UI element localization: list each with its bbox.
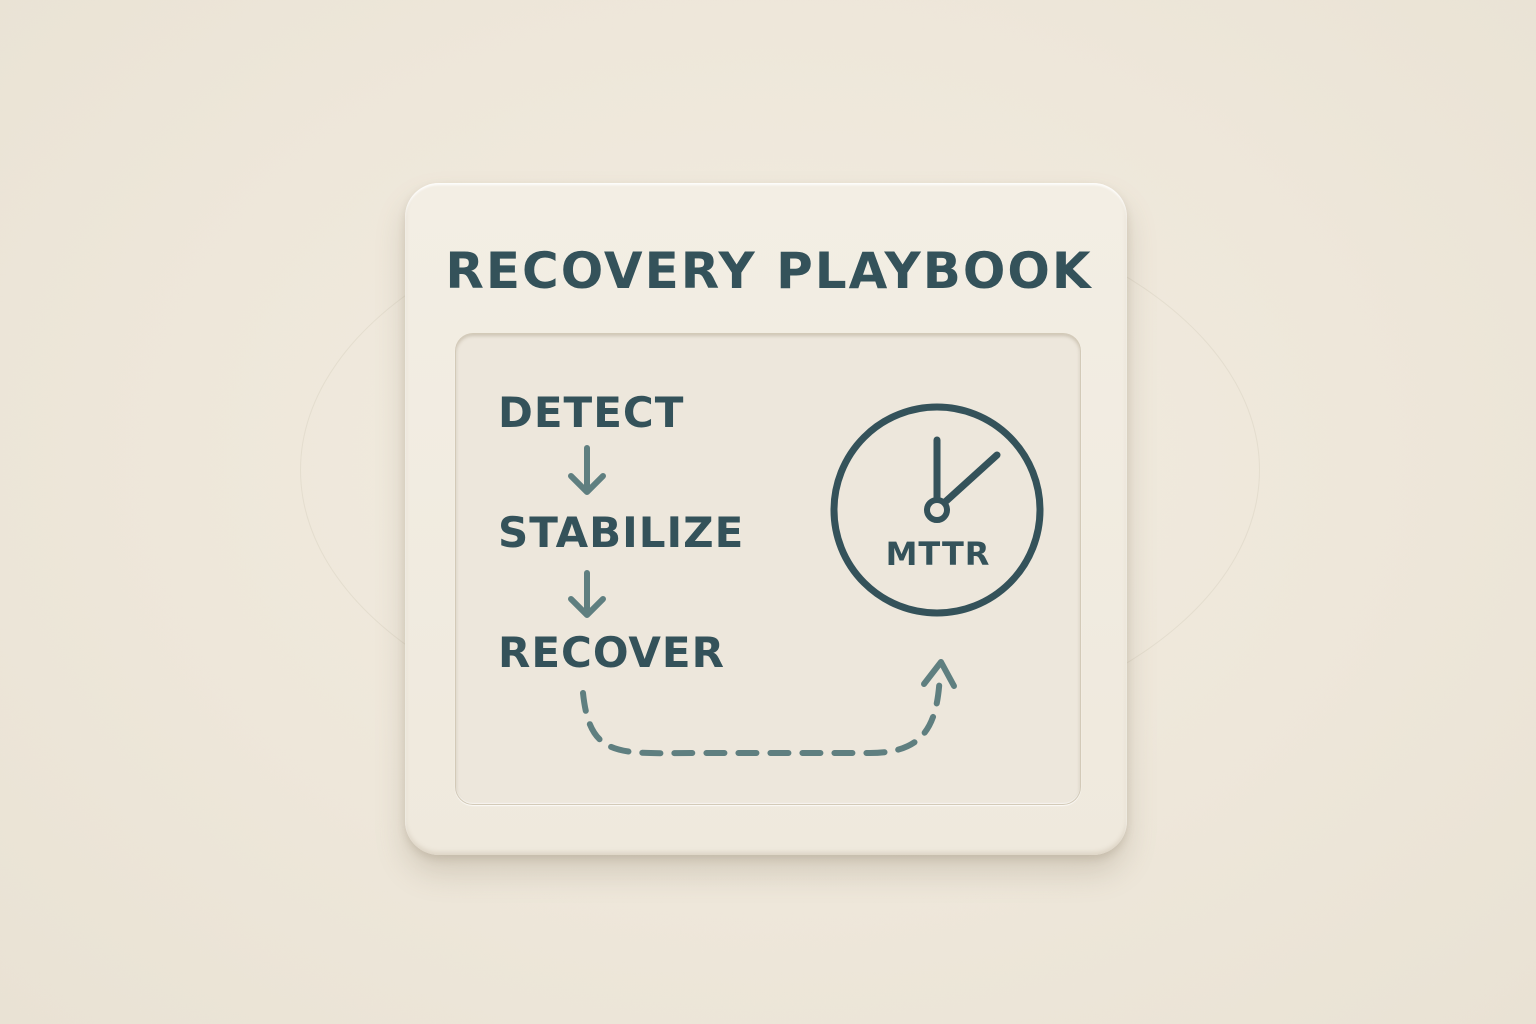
step-stabilize: STABILIZE bbox=[498, 508, 745, 557]
dashed-curved-arrow-icon bbox=[580, 659, 957, 757]
clock-label: MTTR bbox=[885, 535, 991, 573]
card-title: RECOVERY PLAYBOOK bbox=[445, 242, 1093, 300]
step-detect: DETECT bbox=[498, 388, 685, 437]
down-arrow-icon bbox=[568, 445, 606, 495]
clock-icon bbox=[830, 403, 1044, 617]
down-arrow-icon bbox=[568, 570, 606, 618]
step-recover: RECOVER bbox=[498, 628, 725, 677]
